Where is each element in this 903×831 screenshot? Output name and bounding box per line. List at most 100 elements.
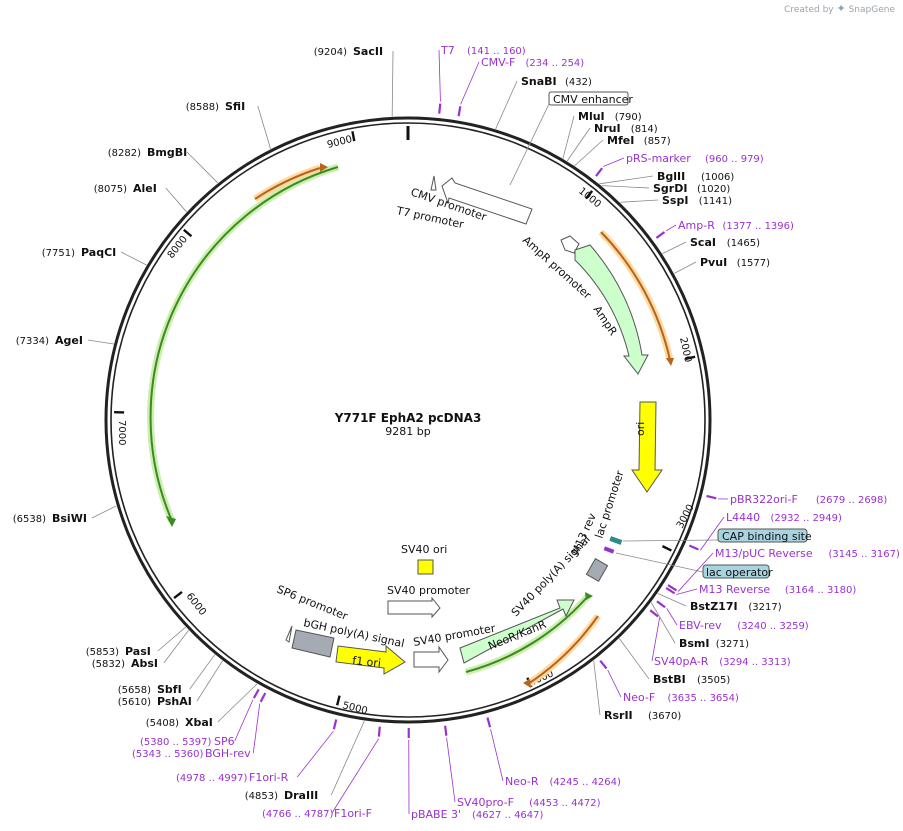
primer-leader — [677, 552, 714, 592]
primer-leader — [331, 738, 380, 814]
tick-label-7000: 7000 — [116, 420, 127, 445]
f1-ori-shape — [335, 644, 406, 675]
boxed-label-cmv-enhancer: CMV enhancer — [553, 93, 633, 106]
primer-site-mark — [706, 494, 717, 500]
cmv-promoter-shape — [441, 177, 533, 225]
site-sacii: SacII(9204) — [314, 45, 383, 58]
primer-name: SV40pro-F — [457, 796, 514, 809]
site-name: ScaI — [690, 236, 716, 249]
primer-neo-r: Neo-R(4245 .. 4264) — [505, 775, 621, 788]
cap-site-mark — [609, 536, 623, 545]
primer-position: (2932 .. 2949) — [771, 513, 843, 524]
label-ori: ori — [634, 422, 647, 436]
brand-prefix: Created by — [784, 5, 834, 15]
site-position: (790) — [615, 112, 642, 123]
site-position: (1020) — [697, 184, 730, 195]
site-xbai: XbaI(5408) — [146, 716, 213, 729]
primer-name: pRS-marker — [626, 152, 691, 165]
leader-pasi — [157, 626, 186, 652]
site-pasi: PasI(5853) — [86, 645, 151, 658]
primer-site-mark — [667, 584, 678, 592]
primer-m13-puc-reverse: M13/pUC Reverse(3145 .. 3167) — [715, 547, 900, 560]
primer-leader — [438, 49, 441, 102]
primer-leader — [460, 61, 480, 105]
primer-name: F1ori-F — [334, 807, 372, 820]
primer-f1ori-r: F1ori-R(4978 .. 4997) — [176, 771, 289, 784]
site-position: (1141) — [699, 196, 732, 207]
primer-name: M13 Reverse — [699, 583, 770, 596]
site-agei: AgeI(7334) — [16, 334, 83, 347]
primer-name: Amp-R — [678, 219, 715, 232]
site-name: DraIII — [284, 789, 318, 802]
primer-pbabe-3-: pBABE 3'(4627 .. 4647) — [411, 808, 544, 821]
primer-site-mark — [599, 659, 608, 670]
primer-position: (4453 .. 4472) — [529, 798, 601, 809]
primer-position: (3635 .. 3654) — [668, 693, 740, 704]
site-bsiwi: BsiWI(6538) — [13, 512, 87, 525]
primer-name: SV40pA-R — [654, 655, 709, 668]
site-position: (432) — [565, 77, 592, 88]
site-position: (3271) — [716, 639, 749, 650]
epha2-orf-arc — [149, 166, 339, 522]
primer-ebv-rev: EBV-rev (3240 .. 3259) — [679, 619, 809, 632]
site-name: SgrDI — [653, 182, 687, 195]
primer-site-mark — [486, 717, 492, 728]
site-position: (6538) — [13, 514, 46, 525]
site-position: (7751) — [42, 248, 75, 259]
leader-nrui — [566, 127, 591, 162]
sv40-polya-box — [585, 558, 609, 582]
site-position: (3217) — [748, 602, 781, 613]
site-name: PasI — [125, 645, 151, 658]
orange-orf-right — [600, 231, 671, 361]
tick-label-2000: 2000 — [677, 336, 693, 363]
leader-snabi — [495, 80, 518, 130]
tick-label-9000: 9000 — [326, 134, 353, 151]
site-position: (8075) — [94, 184, 127, 195]
primer-leader — [651, 617, 661, 662]
site-draiii: DraIII(4853) — [245, 789, 319, 802]
primer-site-mark — [438, 103, 442, 114]
primer-neo-f: Neo-F(3635 .. 3654) — [623, 691, 739, 704]
leader-cmv-enhancer — [509, 103, 550, 186]
m13-rev-mark — [603, 546, 615, 554]
site-position: (5832) — [92, 659, 125, 670]
primer-site-mark — [259, 692, 267, 703]
boxed-feature-lac-operator: lac operator — [702, 564, 773, 579]
site-absi: AbsI(5832) — [92, 657, 158, 670]
primer-name: pBABE 3' — [411, 808, 461, 821]
leader-agei — [87, 339, 114, 345]
site-name: BsmI — [679, 637, 710, 650]
leader-draiii — [330, 720, 365, 796]
plasmid-name: Y771F EphA2 pcDNA3 — [334, 411, 482, 425]
site-position: (7334) — [16, 336, 49, 347]
site-name: PaqCI — [81, 246, 116, 259]
tick-label-1000: 1000 — [576, 186, 603, 211]
site-pvui: PvuI(1577) — [700, 256, 770, 269]
primer-leader — [699, 516, 725, 551]
primer-site-mark — [457, 106, 462, 117]
label-f1-ori: f1 ori — [352, 654, 382, 670]
site-name: SbfI — [157, 683, 182, 696]
primer-leader — [446, 737, 456, 803]
ori-shape — [631, 401, 663, 493]
site-name: NruI — [594, 122, 621, 135]
leader-bsmi — [650, 602, 676, 644]
site-position: (1006) — [701, 172, 734, 183]
primer-bgh-rev: BGH-rev(5343 .. 5360) — [132, 747, 251, 760]
primer-marks — [234, 49, 729, 815]
primer-cmv-f: CMV-F(234 .. 254) — [481, 56, 584, 69]
orange-orf-left — [254, 167, 321, 200]
primer-leader — [296, 730, 334, 778]
tick-label-6000: 6000 — [184, 591, 208, 618]
site-name: PshAI — [157, 695, 192, 708]
site-pshai: PshAI(5610) — [118, 695, 192, 708]
primer-l4440: L4440(2932 .. 2949) — [726, 511, 842, 524]
site-bmgbi: BmgBI(8282) — [108, 146, 187, 159]
primer-labels: T7(141 .. 160)CMV-F(234 .. 254)pRS-marke… — [132, 44, 900, 821]
primer-position: (3240 .. 3259) — [737, 621, 809, 632]
primer-name: EBV-rev — [679, 619, 722, 632]
primer-position: (3294 .. 3313) — [719, 657, 791, 668]
site-position: (857) — [644, 136, 671, 147]
site-name: BstBI — [653, 673, 686, 686]
site-name: SnaBI — [521, 75, 557, 88]
